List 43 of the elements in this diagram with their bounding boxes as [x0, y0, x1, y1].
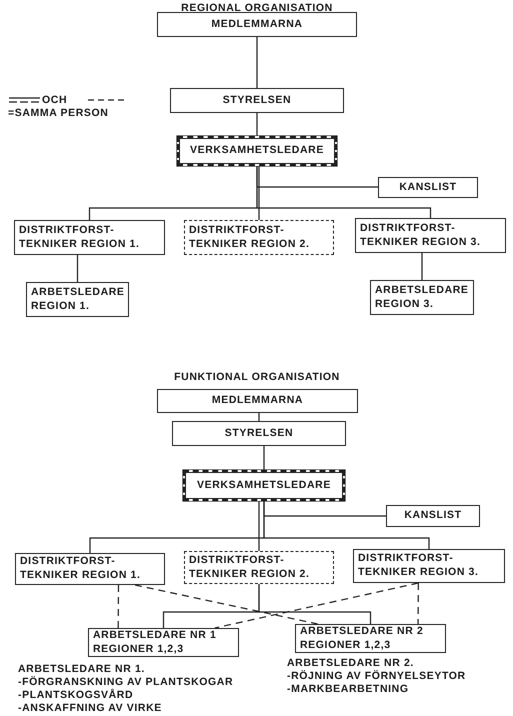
role-box: DISTRIKTFORST- TEKNIKER REGION 1.	[15, 553, 165, 585]
role-box: ARBETSLEDARE NR 1 REGIONER 1,2,3	[88, 628, 239, 657]
connector-line	[256, 37, 258, 88]
role-box: KANSLIST	[378, 177, 478, 198]
dashed-connector	[214, 582, 418, 629]
connector-line	[421, 253, 423, 280]
connector-line	[256, 113, 258, 136]
note-heading: ARBETSLEDARE NR 1.	[18, 663, 145, 676]
role-box: ARBETSLEDARE REGION 3.	[370, 280, 474, 315]
role-box: ARBETSLEDARE NR 2 REGIONER 1,2,3	[295, 624, 446, 653]
dashed-connector	[417, 583, 419, 624]
note-item: -FÖRGRANSKNING AV PLANTSKOGAR	[18, 676, 234, 688]
role-box-dashed: DISTRIKTFORST- TEKNIKER REGION 2.	[184, 551, 334, 584]
dashed-connector	[134, 584, 318, 625]
connector-line	[263, 446, 265, 470]
connector-line	[258, 584, 372, 624]
role-box: ARBETSLEDARE REGION 1.	[26, 282, 129, 317]
legend-text: OCH	[42, 94, 68, 107]
chart-title: FUNKTIONAL ORGANISATION	[174, 371, 340, 384]
connector-line	[258, 166, 260, 220]
note-item: -PLANTSKOGSVÅRD	[18, 689, 134, 702]
legend-text: =SAMMA PERSON	[8, 107, 108, 120]
role-box: DISTRIKTFORST- TEKNIKER REGION 1.	[14, 220, 165, 255]
note-item: -ANSKAFFNING AV VIRKE	[18, 702, 162, 715]
connector-line	[256, 166, 432, 218]
role-box: STYRELSEN	[172, 421, 346, 446]
chart-title: REGIONAL ORGANISATION	[181, 2, 333, 15]
role-box-double-border: VERKSAMHETSLEDARE	[183, 470, 345, 501]
role-box: DISTRIKTFORST- TEKNIKER REGION 3.	[353, 549, 505, 583]
role-box: MEDLEMMARNA	[157, 12, 357, 37]
note-heading: ARBETSLEDARE NR 2.	[287, 657, 414, 670]
dashed-connector	[118, 585, 120, 628]
note-item: -RÖJNING AV FÖRNYELSEYTOR	[287, 670, 466, 683]
connector-line	[258, 501, 260, 551]
note-item: -MARKBEARBETNING	[287, 683, 409, 696]
role-box-double-border: VERKSAMHETSLEDARE	[177, 136, 337, 166]
role-box: STYRELSEN	[170, 88, 344, 113]
connector-line	[263, 501, 430, 549]
role-box: DISTRIKTFORST- TEKNIKER REGION 3.	[355, 218, 506, 253]
role-box-dashed: DISTRIKTFORST- TEKNIKER REGION 2.	[184, 220, 334, 255]
role-box: MEDLEMMARNA	[157, 389, 358, 413]
connector-line	[76, 255, 78, 282]
role-box: KANSLIST	[386, 505, 480, 527]
